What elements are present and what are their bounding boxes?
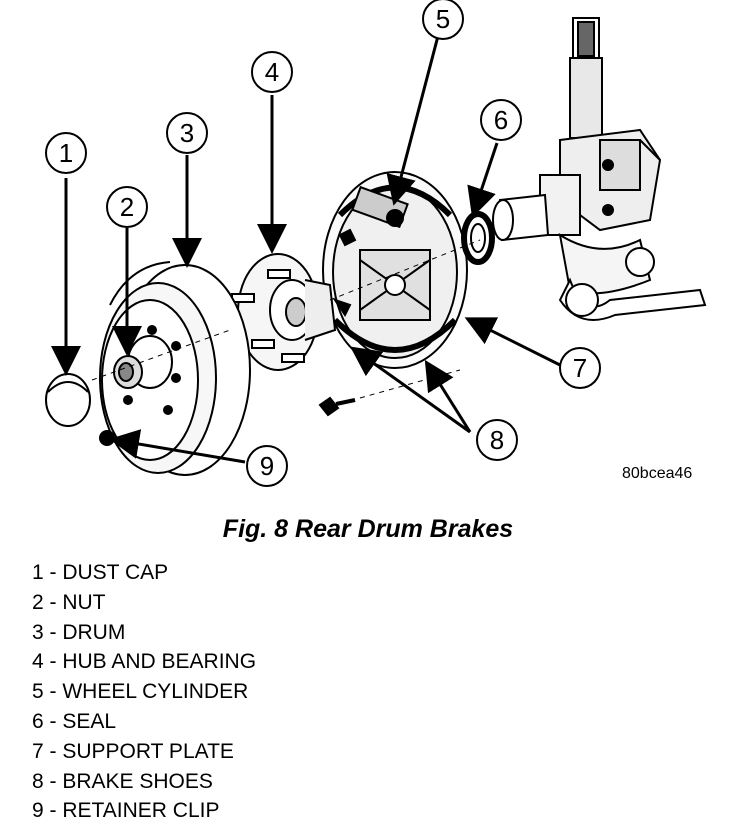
svg-text:6: 6 <box>494 105 508 135</box>
retainer-clip <box>99 430 115 446</box>
callout-4: 4 <box>251 51 293 93</box>
callout-9: 9 <box>246 445 288 487</box>
legend-item-5: 5 - WHEEL CYLINDER <box>32 680 249 704</box>
legend-item-1: 1 - DUST CAP <box>32 561 169 584</box>
legend-item-2: 2 - NUT <box>32 590 106 614</box>
callout-7: 7 <box>559 347 601 389</box>
svg-text:9: 9 <box>260 451 274 481</box>
exploded-brake-diagram: 1 2 3 4 5 6 7 8 9 <box>45 0 707 487</box>
svg-text:8: 8 <box>490 425 504 455</box>
figure-reference-code: 80bcea46 <box>622 465 693 482</box>
legend-item-7: 7 - SUPPORT PLATE <box>32 739 234 763</box>
dust-cap <box>45 373 91 427</box>
callout-5: 5 <box>422 0 464 40</box>
svg-text:2: 2 <box>120 192 134 222</box>
svg-text:7: 7 <box>573 353 587 383</box>
legend-item-3: 3 - DRUM <box>32 620 126 644</box>
legend-item-8: 8 - BRAKE SHOES <box>32 769 213 793</box>
mounting-bolt <box>318 396 356 417</box>
legend-item-9: 9 - RETAINER CLIP <box>32 799 220 823</box>
legend-item-6: 6 - SEAL <box>32 709 117 733</box>
svg-text:1: 1 <box>59 138 73 168</box>
svg-text:4: 4 <box>265 57 279 87</box>
parts-legend: 1 - DUST CAP 2 - NUT 3 - DRUM 4 - HUB AN… <box>32 558 256 826</box>
figure-caption: Fig. 8 Rear Drum Brakes <box>222 515 514 543</box>
support-plate <box>322 171 468 369</box>
axle-assembly <box>492 17 707 321</box>
callout-arrows <box>51 35 561 464</box>
legend-item-4: 4 - HUB AND BEARING <box>32 650 257 674</box>
callout-1: 1 <box>45 132 87 174</box>
seal <box>461 211 495 265</box>
callout-8: 8 <box>476 419 518 461</box>
nut <box>113 355 143 389</box>
callout-3: 3 <box>166 112 208 154</box>
callout-6: 6 <box>480 99 522 141</box>
svg-text:5: 5 <box>436 4 450 34</box>
svg-text:3: 3 <box>180 118 194 148</box>
assembly-axis-line <box>91 239 481 399</box>
callout-2: 2 <box>106 186 148 228</box>
